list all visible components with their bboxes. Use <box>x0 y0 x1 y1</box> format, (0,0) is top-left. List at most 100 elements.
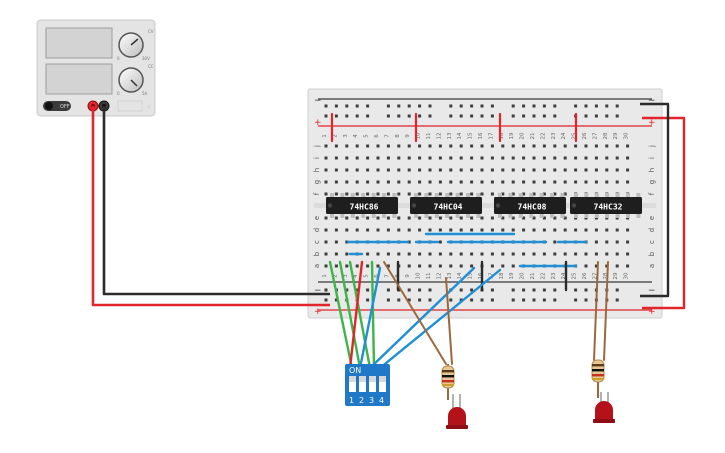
row-letter-b: b <box>313 251 321 256</box>
column-number-top-13: 13 <box>447 132 453 139</box>
column-number-bottom-25: 25 <box>572 272 578 279</box>
column-number-top-18: 18 <box>499 132 505 139</box>
column-number-top-3: 3 <box>343 134 349 138</box>
column-number-bottom-11: 11 <box>426 273 432 280</box>
row-letter-b: b <box>648 251 656 256</box>
cv-min-label: 0 <box>117 56 120 61</box>
power-bridges <box>330 112 578 143</box>
column-number-top-6: 6 <box>374 134 380 138</box>
column-number-bottom-4: 4 <box>353 274 359 278</box>
column-number-bottom-7: 7 <box>384 274 390 278</box>
column-number-bottom-21: 21 <box>530 273 536 280</box>
column-number-bottom-1: 1 <box>322 274 328 278</box>
column-number-top-30: 30 <box>624 132 630 139</box>
column-number-top-19: 19 <box>509 132 515 139</box>
column-number-top-21: 21 <box>530 133 536 140</box>
column-number-top-5: 5 <box>364 134 370 138</box>
row-letter-f: f <box>648 192 656 195</box>
column-number-bottom-30: 30 <box>624 272 630 279</box>
column-number-top-8: 8 <box>395 134 401 138</box>
column-number-bottom-3: 3 <box>343 274 349 278</box>
cc-max-label: 5A <box>142 91 148 96</box>
column-number-bottom-6: 6 <box>374 274 380 278</box>
row-letter-a: a <box>648 264 656 268</box>
column-number-top-9: 9 <box>405 134 411 138</box>
rail-plus-bottom-right: + <box>648 307 656 317</box>
row-letter-i: i <box>648 157 656 159</box>
chip-label: 74HC04 <box>434 203 463 212</box>
column-number-top-16: 16 <box>478 132 484 139</box>
row-letter-j: j <box>313 145 321 148</box>
column-number-bottom-27: 27 <box>592 272 598 279</box>
column-number-bottom-26: 26 <box>582 272 588 279</box>
row-letter-f: f <box>313 192 321 195</box>
svg-text:⚡: ⚡ <box>146 103 152 112</box>
column-number-top-10: 10 <box>416 132 422 139</box>
dip-switch[interactable]: ON 1 2 3 4 <box>345 364 390 406</box>
dip-on-label: ON <box>349 366 361 375</box>
cv-max-label: 30V <box>142 56 150 61</box>
power-switch-label: OFF <box>60 104 70 110</box>
column-number-top-1: 1 <box>322 134 328 138</box>
column-number-top-23: 23 <box>551 132 557 139</box>
resistor-1 <box>441 364 455 400</box>
black-supply-wire <box>102 106 330 296</box>
red-supply-wire <box>91 106 330 307</box>
column-number-top-12: 12 <box>436 133 442 140</box>
chip-74HC08: 74HC08 <box>494 193 566 218</box>
chip-74HC86: 74HC86 <box>326 193 398 218</box>
cv-label: CV <box>148 29 154 34</box>
column-number-bottom-18: 18 <box>499 272 505 279</box>
column-number-bottom-24: 24 <box>561 272 567 279</box>
column-number-bottom-9: 9 <box>405 274 411 278</box>
column-number-top-29: 29 <box>613 132 619 139</box>
rail-minus-bottom-left: − <box>314 286 322 296</box>
column-number-top-17: 17 <box>488 132 494 139</box>
chip-label: 74HC08 <box>518 203 547 212</box>
column-number-bottom-14: 14 <box>457 272 463 279</box>
column-number-bottom-23: 23 <box>551 272 557 279</box>
column-number-bottom-28: 28 <box>603 272 609 279</box>
dip-number-3: 3 <box>369 396 374 405</box>
row-letter-h: h <box>648 168 656 172</box>
column-number-bottom-10: 10 <box>416 272 422 279</box>
resistor-2 <box>591 359 605 398</box>
row-letter-d: d <box>313 228 321 232</box>
chip-74HC32: 74HC32 <box>570 193 642 218</box>
chip-label: 74HC86 <box>350 203 379 212</box>
row-letter-c: c <box>648 240 656 244</box>
column-number-top-26: 26 <box>582 132 588 139</box>
dip-toggle-3[interactable] <box>369 376 376 392</box>
switch-wires <box>328 260 502 370</box>
column-number-bottom-5: 5 <box>364 274 370 278</box>
rail-plus-bottom-left: + <box>314 307 322 317</box>
column-number-top-22: 22 <box>540 133 546 140</box>
column-number-top-24: 24 <box>561 132 567 139</box>
rail-minus-top-left: − <box>314 96 322 106</box>
column-number-bottom-19: 19 <box>509 272 515 279</box>
led-1 <box>446 394 468 429</box>
chips: 74HC86 74HC04 74HC08 74HC32 <box>326 193 642 218</box>
dip-number-4: 4 <box>379 396 384 405</box>
dip-toggle-2[interactable] <box>359 376 366 392</box>
dip-toggle-1[interactable] <box>349 376 356 392</box>
column-number-top-4: 4 <box>353 134 359 138</box>
row-letter-j: j <box>648 145 656 148</box>
row-letter-i: i <box>313 157 321 159</box>
column-number-top-14: 14 <box>457 132 463 139</box>
dip-toggle-4[interactable] <box>379 376 386 392</box>
rail-plus-top-right: + <box>648 118 656 128</box>
column-number-bottom-2: 2 <box>332 274 338 278</box>
column-number-bottom-22: 22 <box>540 273 546 280</box>
column-number-top-25: 25 <box>572 132 578 139</box>
row-letter-h: h <box>313 168 321 172</box>
column-number-top-2: 2 <box>332 134 338 138</box>
resistor-leads <box>383 261 609 365</box>
row-letter-e: e <box>313 216 321 220</box>
right-black-wire <box>640 102 670 298</box>
row-letter-d: d <box>648 228 656 232</box>
row-letter-a: a <box>313 264 321 268</box>
column-number-top-11: 11 <box>426 133 432 140</box>
column-number-top-27: 27 <box>592 132 598 139</box>
row-letter-g: g <box>313 180 321 184</box>
